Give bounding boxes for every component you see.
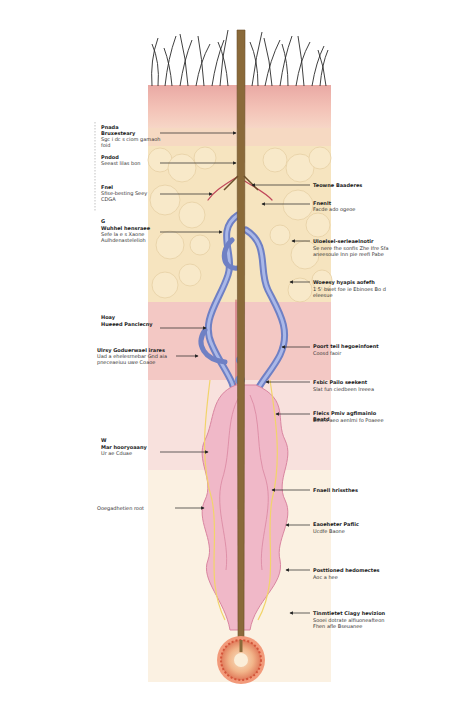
part-label: Hoay bbox=[101, 314, 161, 320]
part-label: Pndod bbox=[101, 154, 161, 160]
part-label: Posttioned hedomectes bbox=[313, 567, 393, 573]
part-label: Ulrsy Goduerwael irares bbox=[97, 347, 175, 353]
part-label: Slat fun ciedbeen lreeea bbox=[313, 386, 393, 392]
shaft-branches bbox=[224, 176, 258, 190]
part-label: Bruxesteary bbox=[101, 130, 161, 136]
part-label: Uad a ehelesrnebar Gnd aia pneceaeiuu uw… bbox=[97, 353, 175, 365]
part-label: Facde ado ogeoe bbox=[313, 206, 393, 212]
part-label: Ucdfe Baone bbox=[313, 528, 393, 534]
part-label: Ur ae Cduae bbox=[101, 450, 161, 456]
part-label: Se nere fhe sonfis Zhe Ifre Sfa aneesoul… bbox=[313, 245, 393, 257]
part-label: Seeast lilas bon bbox=[101, 160, 161, 166]
part-label: G bbox=[101, 218, 161, 224]
part-label: Mar hooryoaany bbox=[101, 444, 161, 450]
part-label: Tinmtietet Ciagy hevizion bbox=[313, 610, 393, 616]
part-label: Fnenlt bbox=[313, 200, 393, 206]
part-label: Sefe la e s Xaone Aulhdenastelelioh bbox=[101, 231, 161, 243]
part-label: Eoseo aeo aenlmi fo Poaeee bbox=[313, 417, 393, 423]
part-label: Hueeed Panclecny bbox=[101, 321, 161, 327]
part-label: Pnada bbox=[101, 124, 161, 130]
yellow-membrane bbox=[258, 380, 277, 620]
part-label: Sfise-besting Seey CDGA bbox=[101, 190, 161, 202]
part-label: Sgc i dc s ciom gamaoh foid bbox=[101, 136, 161, 148]
yellow-membrane bbox=[205, 380, 225, 620]
leader-lines bbox=[160, 133, 310, 613]
hair-shaft bbox=[237, 30, 245, 640]
part-label: Fnel bbox=[101, 184, 161, 190]
part-label: 1 5' bwet foe ie Ebinoes Bo d eleesue bbox=[313, 286, 393, 298]
part-label: Eaoeheter Paflic bbox=[313, 521, 393, 527]
part-label: Aoc a hee bbox=[313, 574, 393, 580]
part-label: Ooegadhetien root bbox=[97, 505, 175, 511]
part-label: W bbox=[101, 437, 161, 443]
part-label: Fnaell hrissthes bbox=[313, 487, 393, 493]
part-label: Woeesy hyapis aofefh bbox=[313, 279, 393, 285]
hair-bulb bbox=[217, 636, 265, 684]
part-label: Uloelsel-serleaelnotir bbox=[313, 238, 393, 244]
dotted-bracket bbox=[95, 122, 96, 212]
part-label: Fsbic Pailo seekent bbox=[313, 379, 393, 385]
part-label: Poort teil hegoeinfoent bbox=[313, 343, 393, 349]
part-label: Sooei dotrate alfiuoneafteon Fhen afle B… bbox=[313, 617, 393, 629]
part-label: Wuhhel hensraee bbox=[101, 225, 161, 231]
part-label: Coosd faoir bbox=[313, 350, 393, 356]
part-label: Teowne Baaderes bbox=[313, 182, 393, 188]
